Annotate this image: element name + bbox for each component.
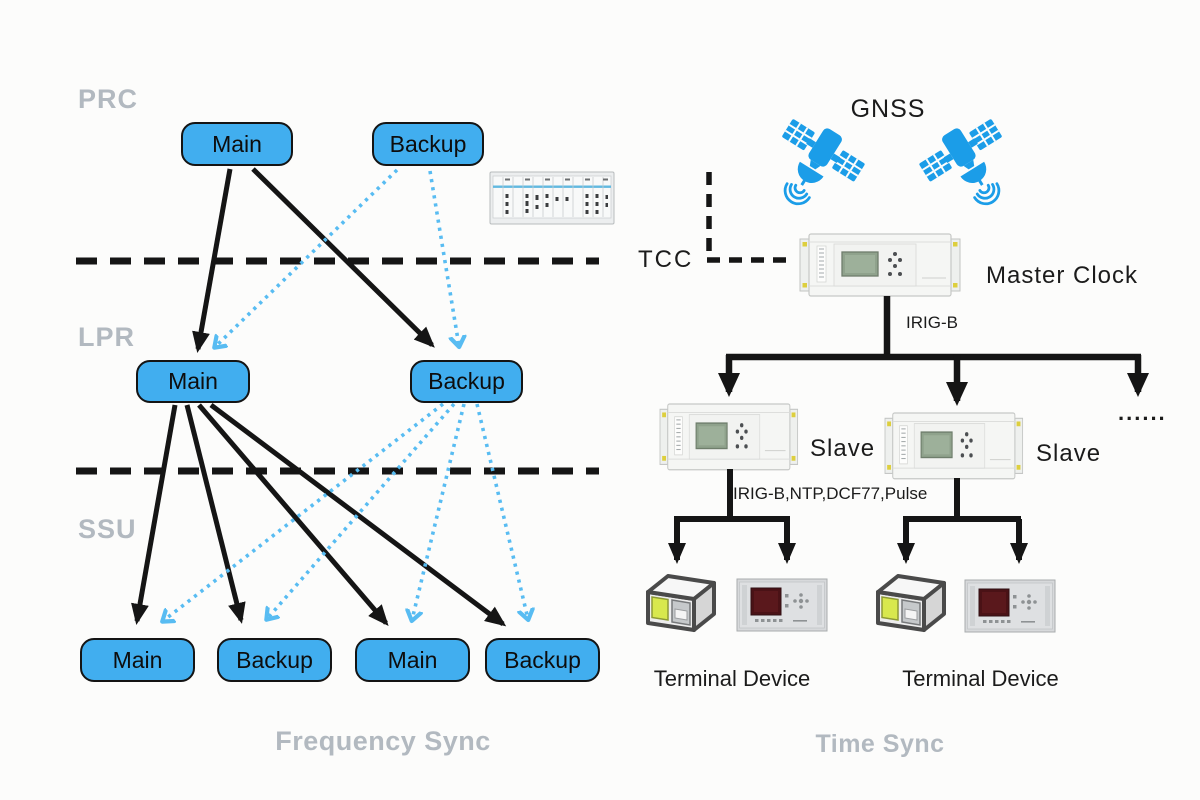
layer-label-ssu: SSU bbox=[78, 514, 137, 544]
slave-link-label: IRIG-B,NTP,DCF77,Pulse bbox=[733, 484, 928, 503]
slave-clock-device bbox=[884, 412, 1024, 480]
terminal-device-label-2: Terminal Device bbox=[902, 666, 1059, 691]
terminal-box-device bbox=[876, 574, 946, 632]
frequency-sync-caption: Frequency Sync bbox=[275, 726, 491, 756]
tcc-dashed-link bbox=[706, 172, 793, 263]
node-ssu-backup-2: Backup bbox=[485, 638, 600, 682]
terminal-box-device bbox=[646, 574, 716, 632]
gnss-satellite-icon bbox=[753, 108, 873, 226]
irig-b-label: IRIG-B bbox=[906, 313, 958, 332]
node-prc-main: Main bbox=[181, 122, 293, 166]
layer-label-lpr: LPR bbox=[78, 322, 135, 352]
main-sync-arrows bbox=[131, 167, 507, 627]
terminal-device-label-1: Terminal Device bbox=[653, 666, 811, 691]
tcc-label: TCC bbox=[638, 246, 694, 273]
node-ssu-backup-1: Backup bbox=[217, 638, 332, 682]
layer-label-prc: PRC bbox=[78, 84, 139, 114]
master-clock-label: Master Clock bbox=[986, 262, 1139, 289]
terminal-panel-device bbox=[736, 578, 828, 632]
time-sync-caption: Time Sync bbox=[815, 730, 945, 758]
sdh-equipment-image bbox=[489, 171, 615, 225]
node-ssu-main-1: Main bbox=[80, 638, 195, 682]
gnss-label: GNSS bbox=[850, 95, 926, 123]
slave-label-2: Slave bbox=[1036, 440, 1102, 467]
slave-terminal-links bbox=[668, 469, 1028, 564]
master-clock-device bbox=[799, 233, 961, 297]
slave-label-1: Slave bbox=[810, 435, 876, 462]
node-lpr-backup: Backup bbox=[410, 360, 523, 403]
backup-sync-arrows bbox=[163, 168, 528, 621]
irig-b-bus bbox=[718, 296, 1149, 406]
node-prc-backup: Backup bbox=[372, 122, 484, 166]
node-lpr-main: Main bbox=[136, 360, 250, 403]
terminal-panel-device bbox=[964, 579, 1056, 633]
slave-clock-device bbox=[659, 403, 799, 471]
more-slaves-ellipsis: ...... bbox=[1118, 400, 1167, 425]
node-ssu-main-2: Main bbox=[355, 638, 470, 682]
gnss-satellite-icon bbox=[911, 108, 1031, 226]
